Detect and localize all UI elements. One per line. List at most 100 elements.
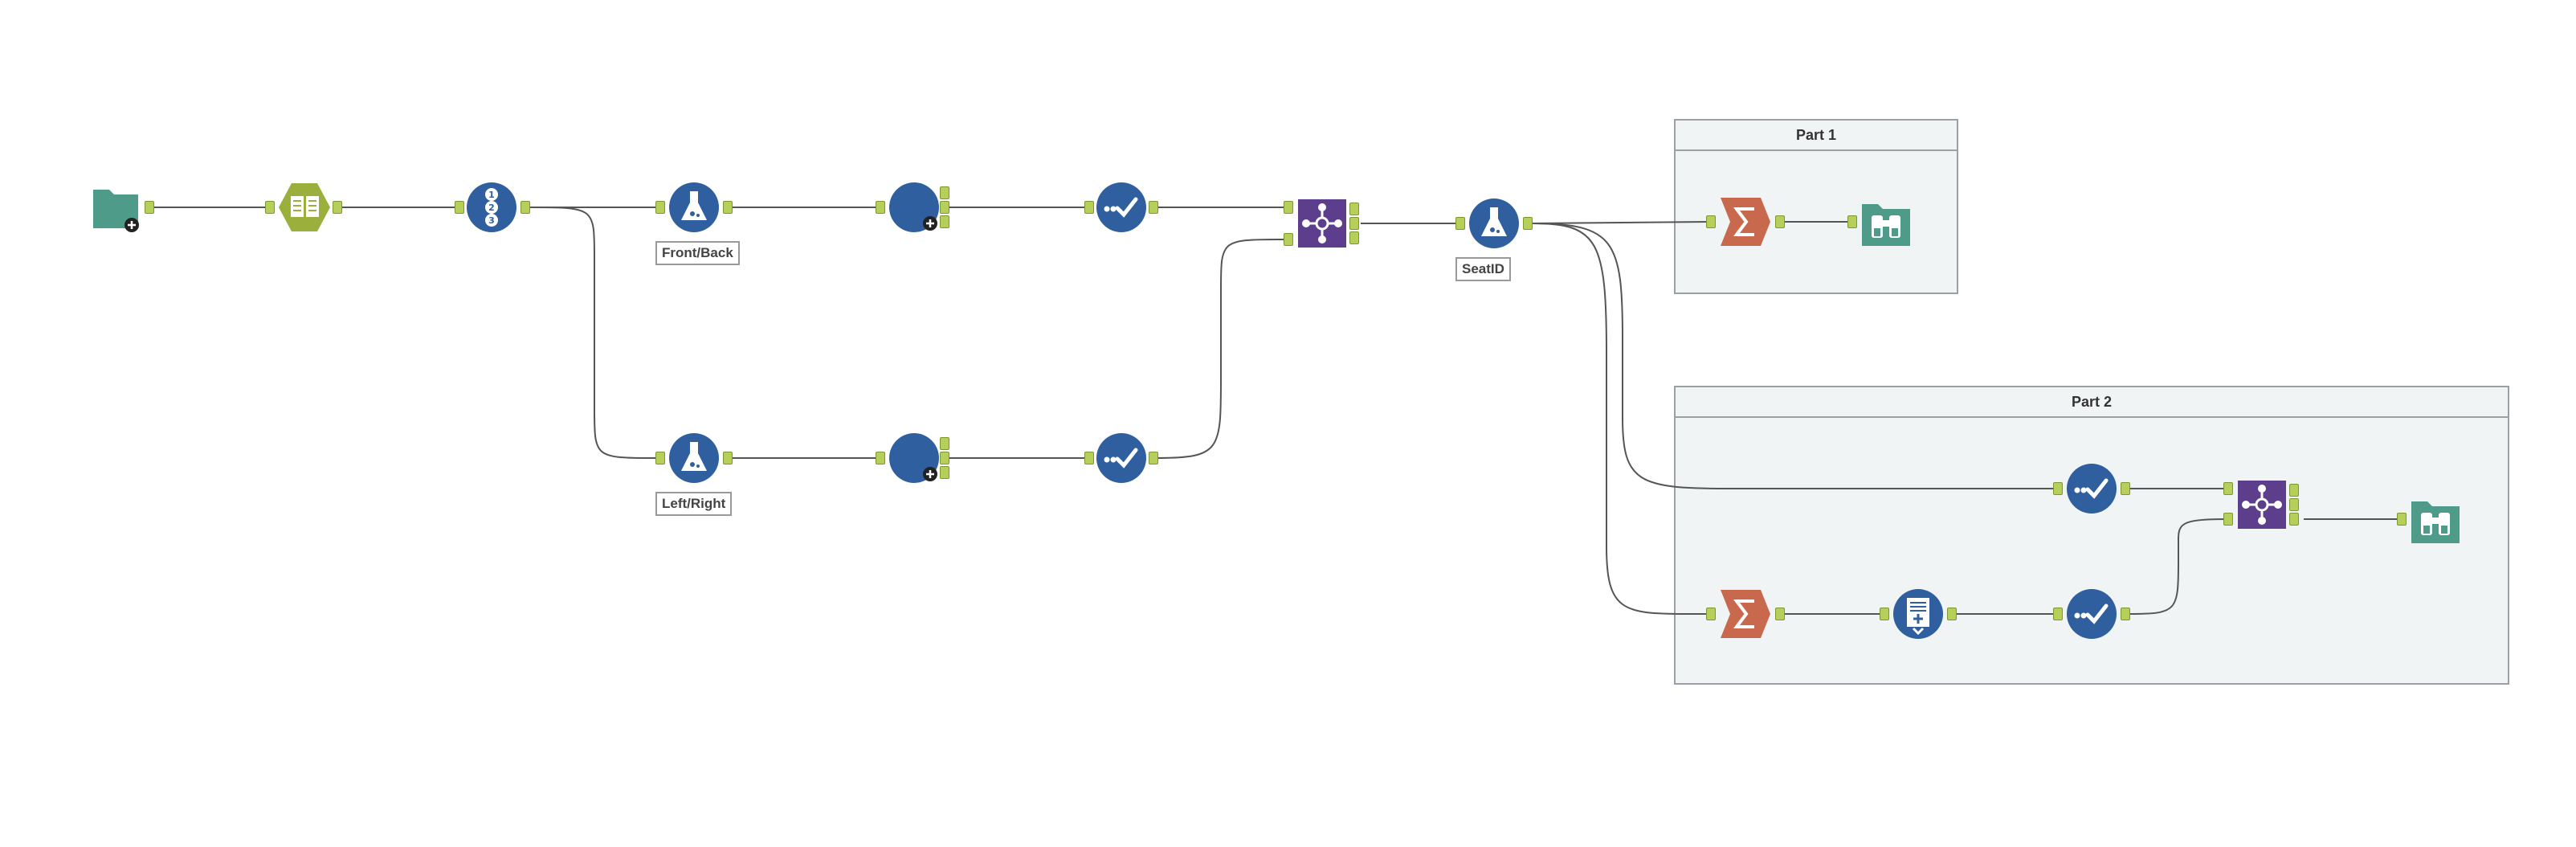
browse-part2-tool[interactable] — [2410, 493, 2461, 545]
output-anchor[interactable] — [940, 186, 949, 199]
connection — [1532, 223, 2058, 489]
output-anchor[interactable] — [1349, 231, 1359, 244]
generate-rows-top-tool[interactable] — [888, 182, 940, 233]
input-anchor[interactable] — [2223, 482, 2233, 495]
select-check-icon — [2067, 589, 2117, 639]
output-anchor[interactable] — [1775, 215, 1785, 228]
container-part-1[interactable]: Part 1 — [1674, 119, 1958, 294]
flask-icon — [669, 182, 719, 232]
generate-rows-icon — [889, 182, 939, 232]
output-anchor[interactable] — [1349, 217, 1359, 230]
output-anchor[interactable] — [1149, 201, 1158, 214]
select-check-icon — [1096, 182, 1146, 232]
select-bottom-tool[interactable] — [1096, 432, 1147, 484]
output-anchor[interactable] — [2121, 608, 2130, 620]
input-data-tool[interactable] — [92, 182, 143, 233]
output-anchor[interactable] — [2289, 498, 2299, 511]
output-anchor[interactable] — [1523, 217, 1533, 230]
formula-left-right-tool[interactable] — [668, 432, 720, 484]
output-anchor[interactable] — [2289, 484, 2299, 497]
output-anchor[interactable] — [1947, 608, 1957, 620]
input-anchor[interactable] — [1455, 217, 1465, 230]
output-anchor[interactable] — [2289, 513, 2299, 526]
join-multiple-tool[interactable] — [1296, 198, 1348, 249]
join-multiple-icon — [1298, 199, 1346, 248]
input-anchor[interactable] — [1880, 608, 1889, 620]
output-anchor[interactable] — [940, 466, 949, 479]
output-anchor[interactable] — [2121, 482, 2130, 495]
tool-annotation[interactable]: Front/Back — [655, 241, 740, 265]
input-anchor[interactable] — [1084, 201, 1094, 214]
flask-icon — [1469, 198, 1519, 248]
input-anchor[interactable] — [455, 201, 464, 214]
record-id-tool[interactable]: 1 2 3 — [466, 182, 517, 233]
sigma-icon — [1721, 590, 1770, 638]
formula-front-back-tool[interactable] — [668, 182, 720, 233]
output-anchor[interactable] — [723, 201, 733, 214]
tool-annotation[interactable]: SeatID — [1455, 257, 1511, 281]
select-part2-upper-tool[interactable] — [2066, 463, 2117, 514]
output-anchor[interactable] — [333, 201, 342, 214]
connection — [529, 207, 659, 459]
connection — [1532, 221, 1710, 224]
record-id-icon: 1 2 3 — [467, 182, 516, 232]
select-part2-lower-tool[interactable] — [2066, 588, 2117, 640]
input-anchor[interactable] — [876, 452, 885, 464]
append-fields-tool[interactable] — [1892, 588, 1944, 640]
flask-icon — [669, 433, 719, 483]
input-anchor[interactable] — [655, 452, 665, 464]
input-anchor[interactable] — [876, 201, 885, 214]
input-anchor[interactable] — [2053, 608, 2063, 620]
connection — [1532, 223, 1709, 615]
text-to-columns-icon — [279, 183, 330, 231]
container-title[interactable]: Part 1 — [1676, 121, 1957, 151]
binoculars-icon — [1862, 204, 1910, 246]
output-anchor[interactable] — [940, 215, 949, 228]
folder-icon — [93, 190, 139, 232]
container-title[interactable]: Part 2 — [1676, 387, 2508, 418]
input-anchor[interactable] — [1847, 215, 1857, 228]
output-anchor[interactable] — [940, 437, 949, 450]
input-anchor[interactable] — [265, 201, 275, 214]
input-anchor[interactable] — [1284, 201, 1293, 214]
input-anchor[interactable] — [1706, 608, 1716, 620]
formula-seatid-tool[interactable] — [1468, 198, 1520, 249]
binoculars-icon — [2411, 501, 2460, 543]
select-top-tool[interactable] — [1096, 182, 1147, 233]
output-anchor[interactable] — [940, 452, 949, 464]
input-anchor[interactable] — [1084, 452, 1094, 464]
output-anchor[interactable] — [1775, 608, 1785, 620]
append-fields-icon — [1893, 589, 1943, 639]
output-anchor[interactable] — [940, 201, 949, 214]
svg-text:1: 1 — [488, 190, 495, 200]
browse-part1-tool[interactable] — [1860, 196, 1912, 248]
svg-text:3: 3 — [488, 215, 495, 226]
select-check-icon — [2067, 464, 2117, 514]
input-anchor[interactable] — [1706, 215, 1716, 228]
input-anchor[interactable] — [2053, 482, 2063, 495]
summarize-part2-tool[interactable] — [1719, 588, 1772, 640]
input-anchor[interactable] — [2223, 513, 2233, 526]
connection — [1156, 239, 1288, 459]
input-anchor[interactable] — [1284, 233, 1293, 246]
output-anchor[interactable] — [723, 452, 733, 464]
tool-annotation[interactable]: Left/Right — [655, 492, 733, 516]
select-check-icon — [1096, 433, 1146, 483]
input-anchor[interactable] — [2397, 513, 2407, 526]
connection — [2129, 518, 2229, 615]
summarize-part1-tool[interactable] — [1719, 196, 1772, 248]
text-to-columns-tool[interactable] — [278, 182, 331, 233]
join-multiple-icon — [2238, 481, 2286, 529]
svg-text:2: 2 — [488, 203, 495, 213]
input-anchor[interactable] — [655, 201, 665, 214]
join-multiple-part2-tool[interactable] — [2236, 479, 2288, 530]
sigma-icon — [1721, 198, 1770, 246]
output-anchor[interactable] — [145, 201, 154, 214]
output-anchor[interactable] — [1149, 452, 1158, 464]
generate-rows-icon — [889, 433, 939, 483]
output-anchor[interactable] — [521, 201, 530, 214]
generate-rows-bottom-tool[interactable] — [888, 432, 940, 484]
output-anchor[interactable] — [1349, 203, 1359, 215]
